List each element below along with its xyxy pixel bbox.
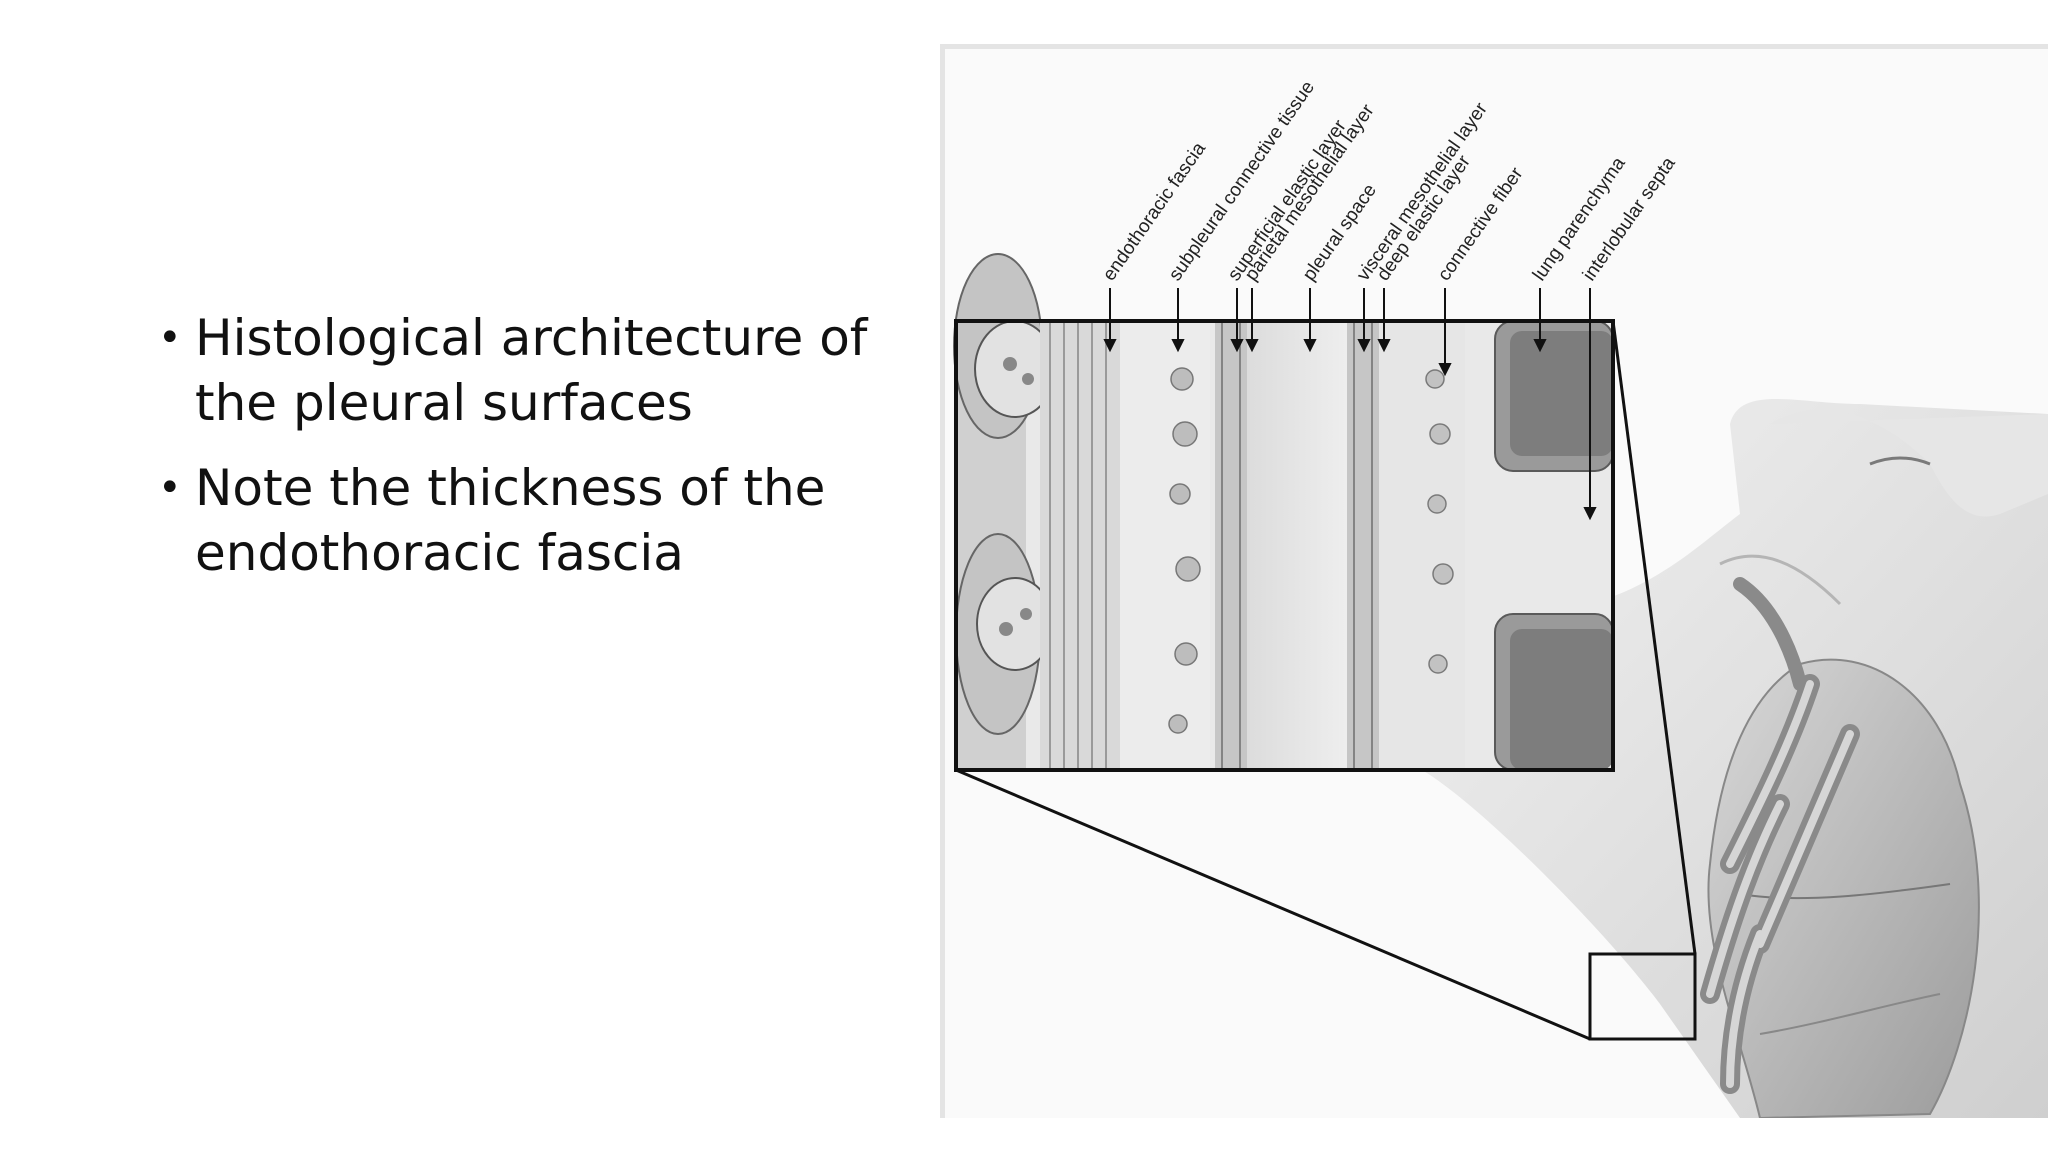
bullet-dot-icon: • xyxy=(158,465,182,511)
bullet-item: • Histological architecture of the pleur… xyxy=(150,306,950,436)
histology-inset xyxy=(953,253,1615,772)
pleura-illustration: endothoracic fascia subpleural connectiv… xyxy=(940,44,2048,1118)
bullet-dot-icon: • xyxy=(158,315,182,361)
bullet-text: Histological architecture of the pleural… xyxy=(195,309,868,432)
magnification-indicator xyxy=(955,320,1697,1041)
bullet-text: Note the thickness of the endothoracic f… xyxy=(195,459,826,582)
bullet-list: • Histological architecture of the pleur… xyxy=(150,306,950,606)
bullet-item: • Note the thickness of the endothoracic… xyxy=(150,456,950,586)
label-arrows xyxy=(1103,288,1597,521)
